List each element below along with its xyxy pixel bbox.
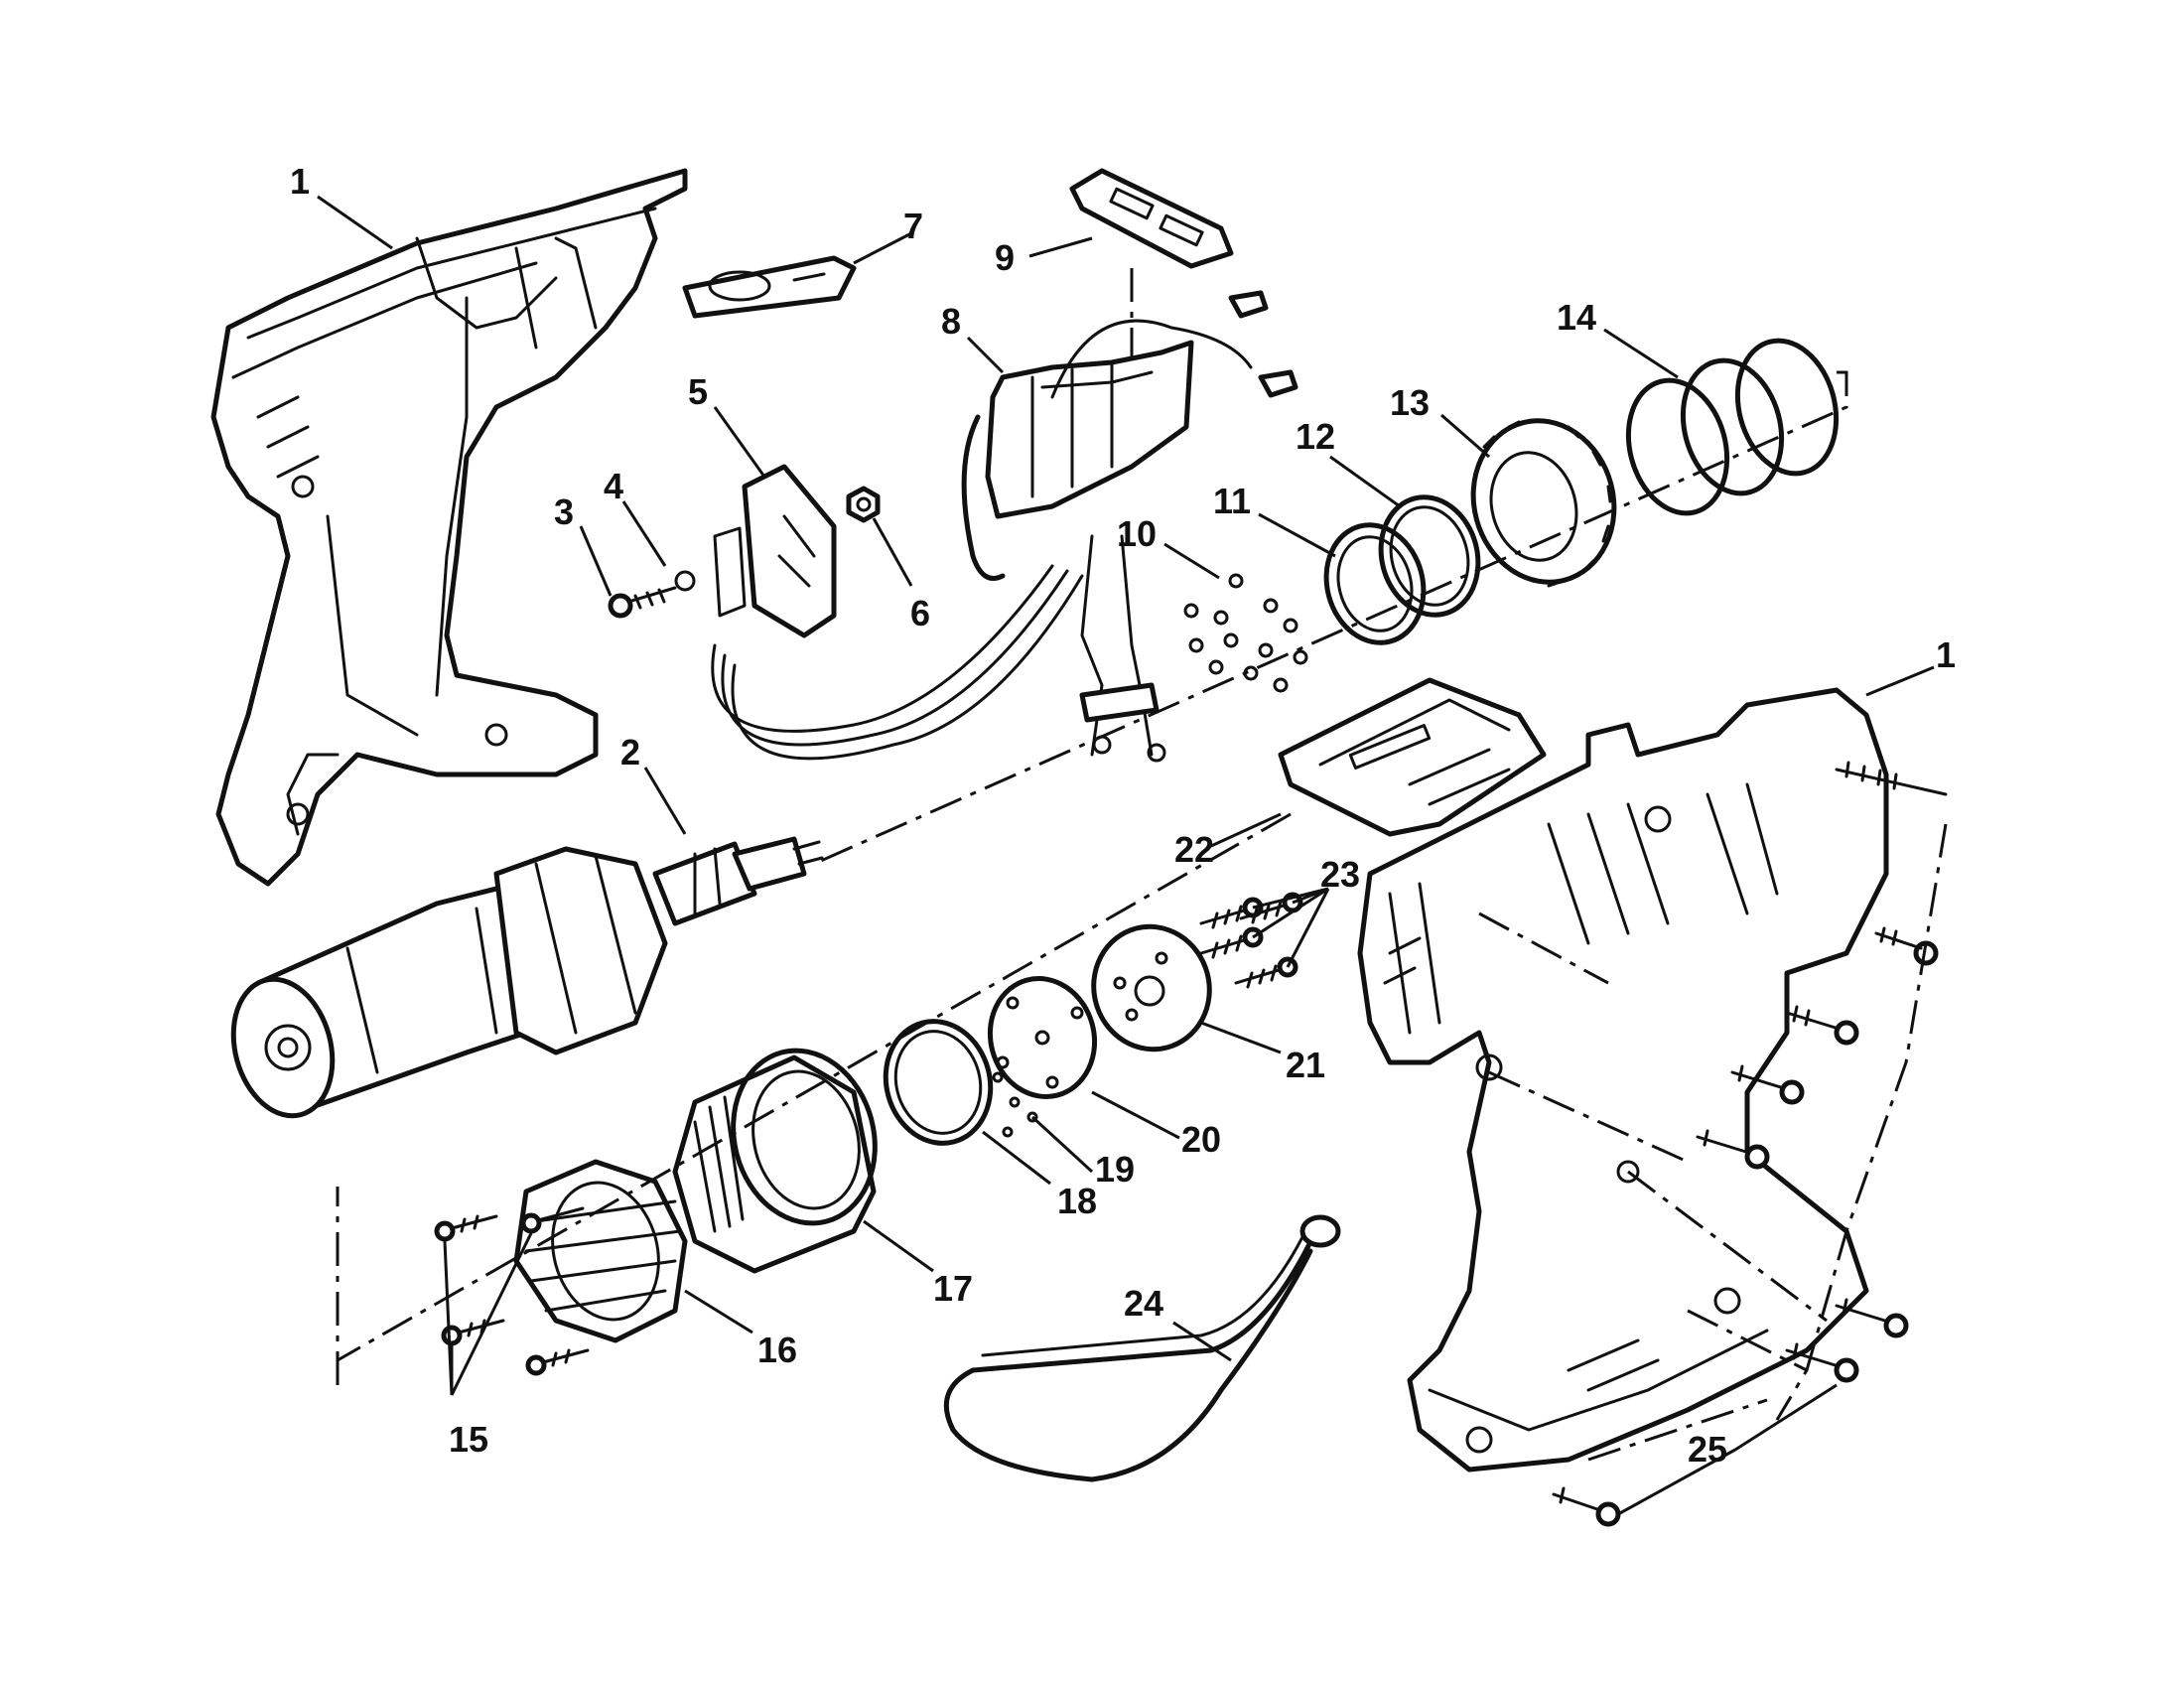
clutch-ring-gear xyxy=(1470,418,1617,588)
screws-15 xyxy=(434,1206,590,1376)
screws-23 xyxy=(1199,892,1303,989)
callout-10: 10 xyxy=(1117,513,1157,554)
callout-13: 13 xyxy=(1390,382,1430,423)
callout-17: 17 xyxy=(933,1268,973,1309)
callout-labels: 1 2 3 4 5 6 7 8 9 10 11 12 13 14 1 15 16… xyxy=(290,161,1956,1470)
callout-20: 20 xyxy=(1181,1119,1221,1160)
callout-15: 15 xyxy=(449,1419,488,1460)
callout-11: 11 xyxy=(1213,481,1251,521)
switch-bracket xyxy=(713,464,837,638)
ball-bearings xyxy=(1183,573,1308,693)
nut-6 xyxy=(846,486,881,523)
ring-11 xyxy=(1323,522,1427,645)
battery-terminal-block xyxy=(1278,677,1547,837)
callout-7: 7 xyxy=(903,206,923,246)
callout-22: 22 xyxy=(1174,829,1214,870)
direction-switch-button xyxy=(682,255,857,319)
screws-25 xyxy=(1552,761,1948,1527)
washer-18 xyxy=(883,1019,994,1146)
callout-4: 4 xyxy=(604,466,623,506)
callout-3: 3 xyxy=(554,491,574,532)
gear-case xyxy=(672,1048,878,1274)
callout-12: 12 xyxy=(1296,416,1335,457)
callout-19: 19 xyxy=(1095,1149,1135,1190)
trigger-switch-assembly xyxy=(961,290,1298,581)
leader-lines xyxy=(317,195,1935,1516)
ring-gear-housing xyxy=(513,1159,688,1343)
screw-3 xyxy=(608,586,677,619)
callout-5: 5 xyxy=(688,371,708,412)
ring-12 xyxy=(1378,494,1481,618)
ring-11-inner xyxy=(1336,535,1414,632)
switch-lock-plate xyxy=(1069,168,1234,269)
pins-19 xyxy=(992,1071,1038,1138)
callout-8: 8 xyxy=(941,301,961,342)
callout-9: 9 xyxy=(995,237,1015,278)
callout-23: 23 xyxy=(1320,854,1360,895)
wrist-lanyard xyxy=(943,1214,1341,1482)
washer-18-inner xyxy=(893,1030,983,1135)
wiring-harness xyxy=(711,534,1166,763)
motor-assembly xyxy=(230,836,824,1119)
right-housing-half xyxy=(1357,687,1889,1473)
clutch-springs xyxy=(1625,338,1840,516)
callout-1: 1 xyxy=(290,161,310,202)
gear-plate xyxy=(1091,923,1212,1052)
planet-carrier xyxy=(987,976,1098,1099)
ring-12-inner xyxy=(1389,505,1470,607)
callout-2: 2 xyxy=(620,732,640,772)
callout-14: 14 xyxy=(1557,297,1596,338)
callout-18: 18 xyxy=(1057,1181,1097,1221)
callout-6: 6 xyxy=(910,593,930,633)
callout-1-right: 1 xyxy=(1936,634,1956,675)
washer-4 xyxy=(674,570,696,592)
assembly-centerlines xyxy=(336,268,1948,1462)
callout-25: 25 xyxy=(1688,1429,1727,1470)
left-housing-half xyxy=(210,168,688,887)
callout-24: 24 xyxy=(1124,1283,1163,1324)
callout-21: 21 xyxy=(1286,1045,1325,1085)
callout-16: 16 xyxy=(757,1330,797,1370)
